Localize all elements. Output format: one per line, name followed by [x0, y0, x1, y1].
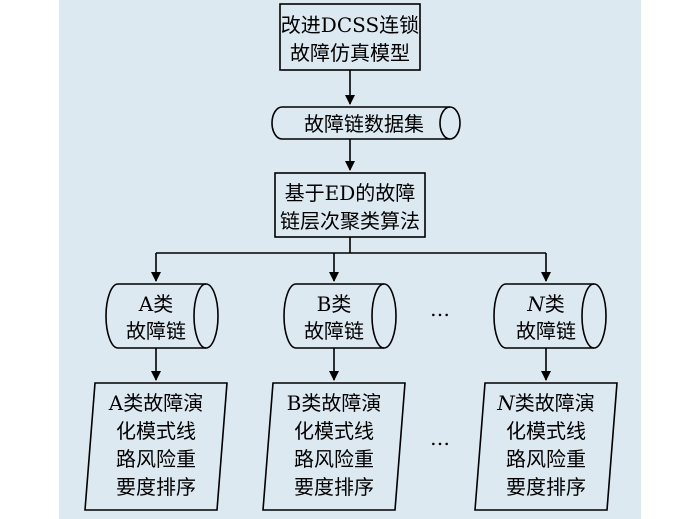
- rank-a-line1: A类故障演: [108, 391, 203, 415]
- rank-n-line4: 要度排序: [506, 475, 586, 499]
- flowchart: 改进DCSS连锁 故障仿真模型 故障链数据集 基于ED的故障 链层次聚类算法 A…: [59, 0, 641, 519]
- ellipsis-clusters: …: [430, 297, 450, 321]
- rank-b-box: B类故障演 化模式线 路风险重 要度排序: [262, 382, 406, 511]
- algorithm-box-line1: 基于ED的故障: [285, 181, 416, 205]
- rank-b-line3: 路风险重: [294, 447, 374, 471]
- algorithm-box: 基于ED的故障 链层次聚类算法: [274, 172, 426, 238]
- rank-n-line1: N类故障演: [496, 391, 595, 415]
- cluster-n-subtitle: 故障链: [516, 319, 576, 343]
- rank-b-line4: 要度排序: [294, 475, 374, 499]
- rank-a-line3: 路风险重: [116, 447, 196, 471]
- algorithm-box-line2: 链层次聚类算法: [280, 209, 420, 233]
- model-box-line1: 改进DCSS连锁: [281, 13, 419, 37]
- model-box: 改进DCSS连锁 故障仿真模型: [279, 3, 421, 71]
- rank-a-line4: 要度排序: [116, 475, 196, 499]
- rank-n-line2: 化模式线: [506, 419, 586, 443]
- cluster-n-title: N类: [526, 292, 565, 316]
- cluster-a-node: A类 故障链: [105, 283, 219, 349]
- cluster-b-title: B类: [317, 292, 352, 316]
- cluster-a-title: A类: [138, 292, 173, 316]
- rank-a-box: A类故障演 化模式线 路风险重 要度排序: [84, 382, 228, 511]
- rank-b-line1: B类故障演: [287, 391, 382, 415]
- cluster-b-node: B类 故障链: [283, 283, 397, 349]
- branch-connectors: [151, 237, 551, 282]
- ellipsis-ranks: …: [430, 426, 450, 450]
- rank-n-box: N类故障演 化模式线 路风险重 要度排序: [474, 382, 618, 511]
- dataset-node: 故障链数据集: [271, 106, 461, 140]
- cluster-n-node: N类 故障链: [493, 283, 607, 349]
- dataset-label: 故障链数据集: [304, 112, 424, 136]
- rank-n-line3: 路风险重: [506, 447, 586, 471]
- rank-a-line2: 化模式线: [116, 419, 196, 443]
- cluster-b-subtitle: 故障链: [304, 319, 364, 343]
- rank-b-line2: 化模式线: [294, 419, 374, 443]
- model-box-line2: 故障仿真模型: [290, 41, 410, 65]
- cluster-a-subtitle: 故障链: [126, 319, 186, 343]
